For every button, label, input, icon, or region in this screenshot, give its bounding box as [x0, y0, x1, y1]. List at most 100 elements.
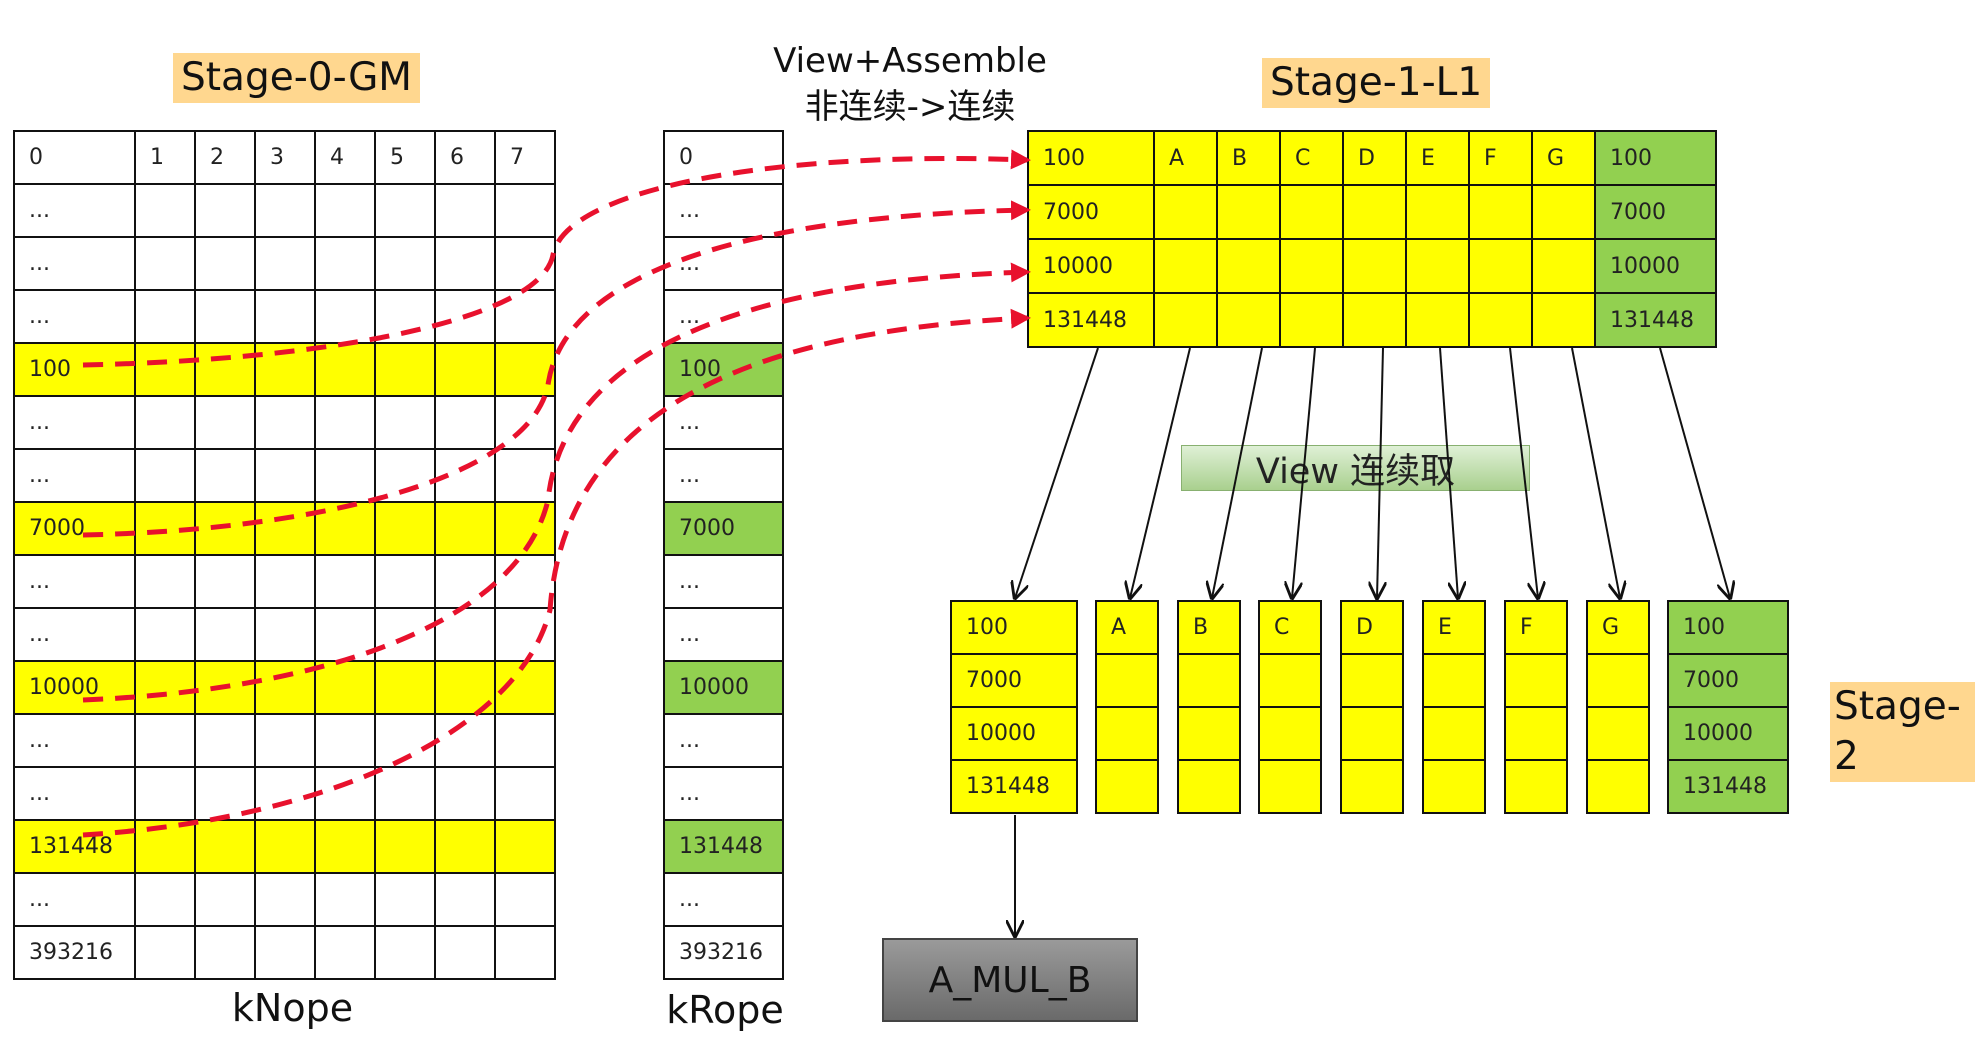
gm-row-label: ...: [13, 607, 136, 662]
gm-cell: [194, 925, 256, 980]
stage2-cell: 131448: [1667, 759, 1789, 814]
black-arrow: [1377, 347, 1383, 598]
l1-cell: [1405, 184, 1470, 240]
krope-row-label: ...: [663, 395, 784, 450]
gm-cell: [374, 819, 436, 874]
l1-cell: 10000: [1594, 238, 1717, 294]
stage2-cell: [1258, 653, 1322, 708]
gm-cell: [254, 501, 316, 556]
black-arrow: [1212, 347, 1263, 598]
stage2-cell: [1422, 706, 1486, 761]
gm-cell: [254, 872, 316, 927]
gm-row-label: 393216: [13, 925, 136, 980]
krope-caption: kRope: [666, 988, 784, 1032]
krope-row-label: ...: [663, 607, 784, 662]
l1-header-cell: 100: [1594, 130, 1717, 186]
krope-row-label: ...: [663, 448, 784, 503]
a-mul-b-block: A_MUL_B: [882, 938, 1138, 1022]
stage-1-label: Stage-1-L1: [1262, 58, 1491, 108]
gm-cell: [494, 766, 556, 821]
gm-cell: [314, 342, 376, 397]
stage2-cell: [1177, 706, 1241, 761]
krope-row-label: ...: [663, 183, 784, 238]
stage2-cell: [1340, 759, 1404, 814]
view-assemble-title: View+Assemble: [773, 41, 1047, 81]
gm-header-cell: 2: [194, 130, 256, 185]
stage2-cell: [1095, 759, 1159, 814]
gm-cell: [434, 766, 496, 821]
gm-row-label: ...: [13, 448, 136, 503]
krope-row-label: ...: [663, 713, 784, 768]
gm-cell: [134, 660, 196, 715]
gm-cell: [434, 925, 496, 980]
l1-cell: [1279, 292, 1344, 348]
gm-cell: [194, 872, 256, 927]
l1-cell: [1468, 238, 1533, 294]
gm-cell: [254, 766, 316, 821]
l1-cell: [1468, 184, 1533, 240]
stage2-cell: [1504, 653, 1568, 708]
l1-cell: [1153, 184, 1218, 240]
knope-caption: kNope: [231, 986, 354, 1030]
gm-cell: [494, 448, 556, 503]
stage2-cell: B: [1177, 600, 1241, 655]
gm-cell: [194, 236, 256, 291]
stage2-cell: [1586, 759, 1650, 814]
stage2-cell: [1586, 653, 1650, 708]
gm-header-cell: 4: [314, 130, 376, 185]
krope-row-label: ...: [663, 554, 784, 609]
l1-cell: [1153, 292, 1218, 348]
red-dashed-connector: [82, 262, 1031, 703]
black-arrow: [1015, 347, 1099, 598]
gm-row-label: ...: [13, 713, 136, 768]
l1-cell: 7000: [1027, 184, 1155, 240]
view-contiguous-bar: View 连续取: [1181, 445, 1530, 492]
gm-cell: [494, 819, 556, 874]
stage2-cell: [1504, 706, 1568, 761]
black-arrow: [1292, 347, 1316, 598]
gm-cell: [134, 872, 196, 927]
l1-header-cell: C: [1279, 130, 1344, 186]
stage2-cell: [1504, 759, 1568, 814]
gm-header-cell: 6: [434, 130, 496, 185]
noncontiguous-title: 非连续->连续: [804, 87, 1016, 127]
l1-cell: 131448: [1027, 292, 1155, 348]
gm-header-cell: 7: [494, 130, 556, 185]
stage2-cell: [1177, 759, 1241, 814]
l1-header-cell: G: [1531, 130, 1596, 186]
gm-cell: [314, 819, 376, 874]
l1-cell: 10000: [1027, 238, 1155, 294]
gm-cell: [374, 448, 436, 503]
stage2-cell: [1422, 759, 1486, 814]
stage2-cell: 7000: [1667, 653, 1789, 708]
gm-cell: [314, 289, 376, 344]
black-arrow: [1509, 347, 1538, 598]
l1-cell: [1153, 238, 1218, 294]
black-arrow: [1439, 347, 1458, 598]
stage2-cell: C: [1258, 600, 1322, 655]
gm-cell: [494, 713, 556, 768]
gm-cell: [374, 395, 436, 450]
gm-cell: [134, 183, 196, 238]
stage2-cell: A: [1095, 600, 1159, 655]
black-arrow: [1571, 347, 1620, 598]
red-dashed-connector: [82, 200, 1031, 538]
gm-row-label: 7000: [13, 501, 136, 556]
l1-cell: 7000: [1594, 184, 1717, 240]
gm-cell: [194, 819, 256, 874]
stage2-cell: F: [1504, 600, 1568, 655]
stage2-cell: 10000: [950, 706, 1078, 761]
l1-header-cell: D: [1342, 130, 1407, 186]
l1-header-cell: 100: [1027, 130, 1155, 186]
l1-cell: [1405, 292, 1470, 348]
gm-row-label: ...: [13, 183, 136, 238]
gm-cell: [494, 395, 556, 450]
gm-cell: [254, 395, 316, 450]
krope-row-label: 131448: [663, 819, 784, 874]
stage2-cell: [1422, 653, 1486, 708]
stage2-cell: E: [1422, 600, 1486, 655]
gm-cell: [254, 554, 316, 609]
red-dashed-connector: [82, 308, 1031, 838]
